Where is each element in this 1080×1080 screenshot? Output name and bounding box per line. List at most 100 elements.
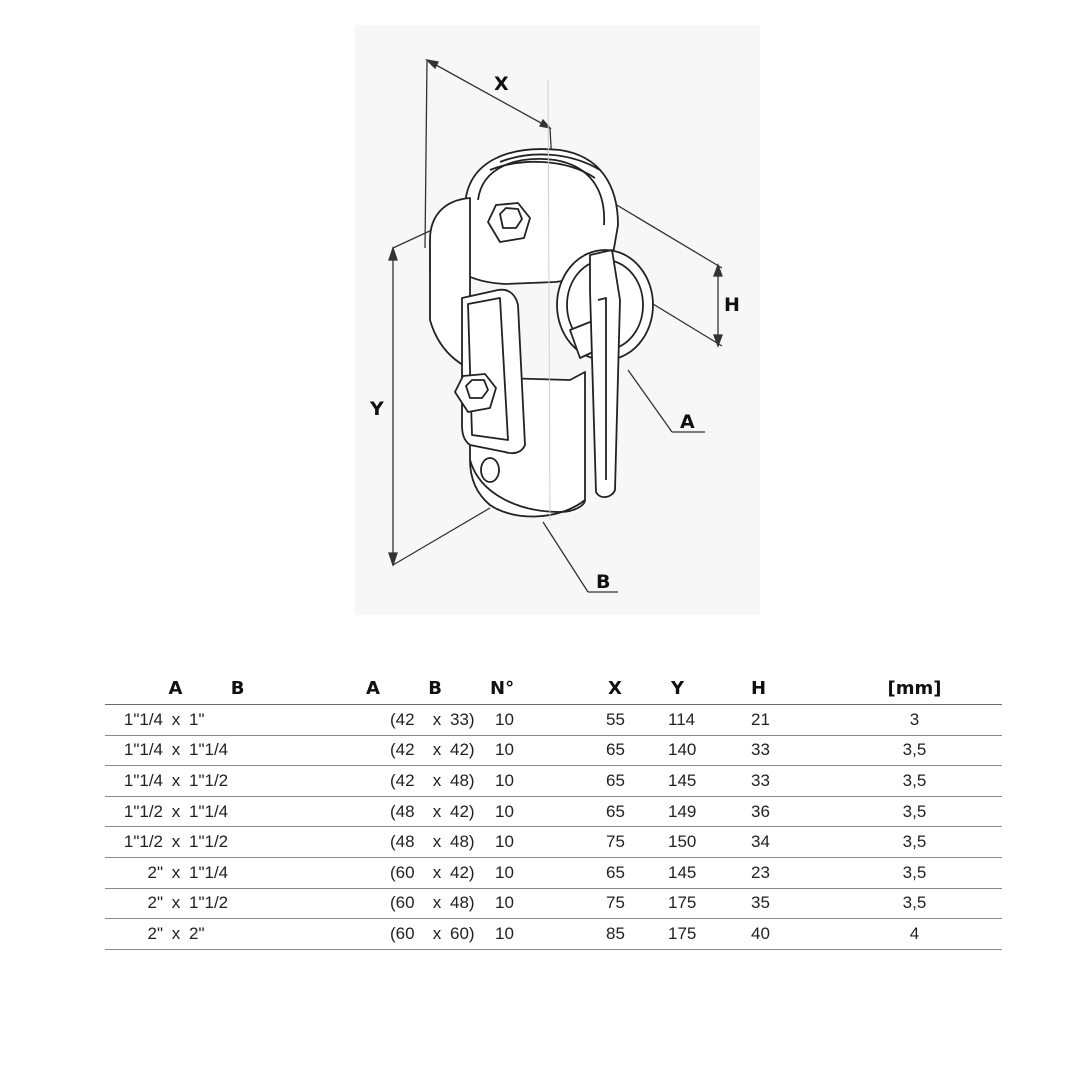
cell-separator: x [432,862,442,882]
cell-quantity: 10 [478,735,588,767]
label-h: H [724,294,740,316]
cell-separator: x [432,832,442,852]
leader-a [627,369,705,433]
cell-inch-a: 2" [147,893,164,913]
cell-mm-b: 42) [450,740,475,760]
cell-mm-a: (42 [390,770,415,790]
cell-quantity: 10 [478,796,588,828]
header-y: Y [663,672,743,705]
cell-x: 65 [588,796,663,828]
cell-h: 21 [743,704,827,736]
cell-inch-b: 1"1/4 [189,740,229,760]
cell-h: 35 [743,888,827,920]
header-mm-b: B [428,677,442,699]
cell-mm-a: (48 [390,801,415,821]
cell-mm-a: (60 [390,923,415,943]
cell-separator: x [432,770,442,790]
cell-x: 65 [588,765,663,797]
cell-x: 85 [588,918,663,950]
cell-h: 34 [743,826,827,858]
cell-x: 65 [588,857,663,889]
drawing-background [355,25,760,615]
cell-mm-b: 48) [450,832,475,852]
cell-inch-a: 2" [147,862,164,882]
label-a: A [680,411,695,433]
cell-h: 33 [743,765,827,797]
cell-h: 36 [743,796,827,828]
header-h: H [743,672,827,705]
header-mm-ab: A B [308,672,478,705]
cell-h: 33 [743,735,827,767]
cell-separator: x [432,740,442,760]
cell-separator: x [432,893,442,913]
cell-inch-size: 1"1/4 x 1"1/2 [105,765,308,797]
cell-inch-b: 1"1/2 [189,893,229,913]
cell-separator: x [432,801,442,821]
cell-inch-b: 1"1/4 [189,801,229,821]
cell-thickness: 3,5 [827,796,1002,828]
cell-inch-a: 1"1/4 [123,740,163,760]
cell-y: 114 [663,704,743,736]
cell-mm-b: 60) [450,923,475,943]
cell-x: 75 [588,888,663,920]
bolt-lower [454,373,497,413]
cell-mm-size: (48 x 42) [308,796,478,828]
cell-thickness: 3,5 [827,826,1002,858]
cell-quantity: 10 [478,704,588,736]
cell-inch-b: 2" [189,923,205,943]
cell-inch-b: 1"1/4 [189,862,229,882]
cell-separator: x [171,801,181,821]
cell-inch-b: 1"1/2 [189,770,229,790]
clamp-technical-drawing: X Y H A B [355,25,760,615]
cell-mm-b: 42) [450,801,475,821]
header-quantity: N° [478,672,588,705]
cell-mm-a: (60 [390,862,415,882]
cell-mm-b: 33) [450,709,475,729]
bolt-upper [487,202,531,243]
label-x: X [494,73,509,95]
cell-separator: x [432,923,442,943]
cell-separator: x [171,740,181,760]
cell-inch-a: 1"1/4 [123,770,163,790]
label-b: B [596,571,610,593]
header-x: X [588,672,663,705]
cell-quantity: 10 [478,888,588,920]
cell-x: 65 [588,735,663,767]
cell-mm-size: (60 x 60) [308,918,478,950]
cell-quantity: 10 [478,826,588,858]
header-inch-b: B [230,677,245,699]
header-inch-ab: A B [105,672,308,705]
cell-x: 75 [588,826,663,858]
cell-h: 23 [743,857,827,889]
cell-inch-a: 1"1/2 [123,832,163,852]
cell-y: 145 [663,857,743,889]
cell-separator: x [171,832,181,852]
header-thickness: [mm] [827,672,1002,705]
cell-separator: x [171,862,181,882]
leader-b [542,521,618,593]
table-header-row: A B A B N° X Y H [mm] [105,672,1002,705]
cell-mm-b: 48) [450,893,475,913]
clamp-body [429,79,654,521]
cell-y: 175 [663,888,743,920]
cell-inch-size: 2" x 1"1/4 [105,857,308,889]
cell-separator: x [171,923,181,943]
cell-mm-a: (42 [390,709,415,729]
cell-y: 149 [663,796,743,828]
cell-separator: x [171,770,181,790]
cell-y: 175 [663,918,743,950]
label-y: Y [369,398,384,420]
